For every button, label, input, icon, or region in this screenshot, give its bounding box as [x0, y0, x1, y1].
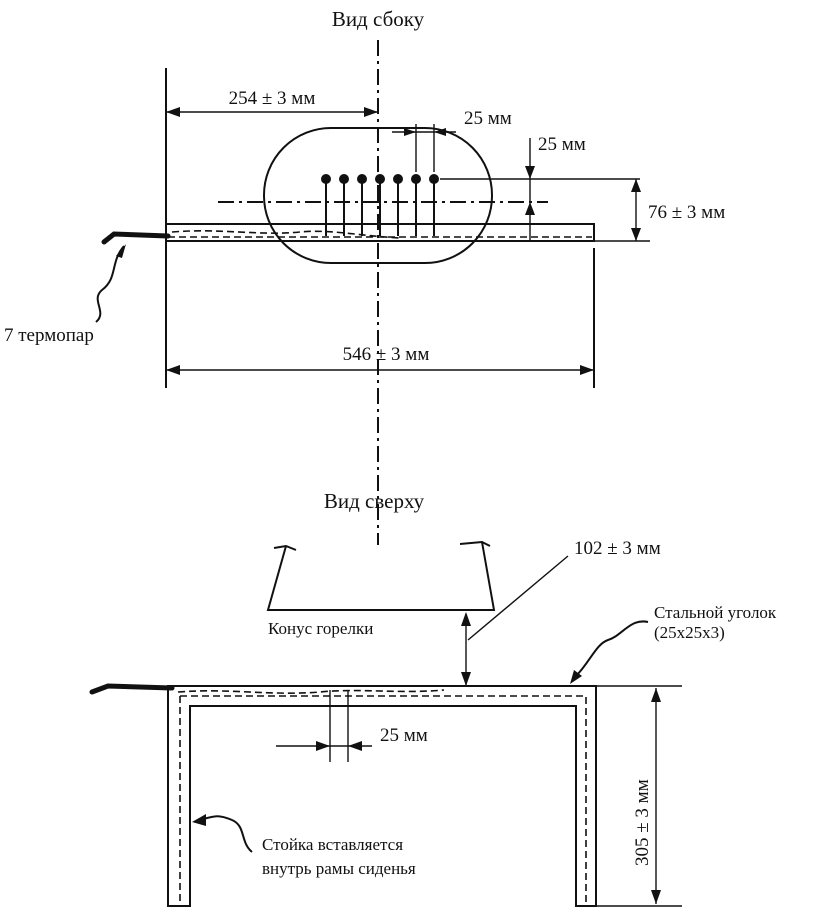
arrow: [525, 166, 535, 179]
dim-label-76: 76 ± 3 мм: [648, 202, 725, 223]
arrow: [631, 179, 641, 192]
thermocouple-wires-top: [177, 689, 445, 694]
arrow: [166, 365, 180, 375]
arrow: [404, 128, 416, 136]
burner-cone-lip-left: [273, 544, 297, 551]
thermocouples-label: 7 термопар: [4, 325, 94, 346]
thermocouple-lead-top: [89, 683, 175, 695]
burner-cone-label: Конус горелки: [268, 619, 373, 638]
dim-label-546: 546 ± 3 мм: [343, 344, 430, 365]
dim-label-305: 305 ± 3 мм: [632, 779, 653, 866]
dim-label-25-height: 25 мм: [538, 134, 586, 155]
leader-102: [467, 555, 569, 641]
arrow: [525, 202, 535, 215]
dim-label-102: 102 ± 3 мм: [574, 538, 661, 559]
arrow: [348, 741, 362, 751]
burner-cone: [266, 541, 496, 611]
top-view-title: Вид сверху: [324, 489, 425, 513]
steel-angle-size: (25x25x3): [654, 623, 725, 642]
post-note-line1: Стойка вставляется: [262, 835, 403, 854]
dim-label-25-top: 25 мм: [380, 725, 428, 746]
arrow: [192, 814, 206, 826]
post-note-line2: внутрь рамы сиденья: [262, 859, 416, 878]
arrow: [166, 107, 180, 117]
arrow: [570, 670, 582, 684]
side-view-title: Вид сбоку: [332, 7, 425, 31]
dim-label-25-spacing: 25 мм: [464, 108, 512, 129]
arrow: [651, 688, 661, 702]
seat-frame-side: [165, 223, 595, 242]
arrow: [461, 612, 471, 626]
thermocouple-lead-side: [101, 231, 171, 245]
dim-label-254: 254 ± 3 мм: [229, 88, 316, 109]
leader-thermocouples: [95, 245, 125, 323]
leader-steel-angle: [575, 620, 649, 677]
arrow: [116, 244, 126, 258]
steel-angle-label: Стальной уголок: [654, 603, 777, 622]
burner-outline: [263, 127, 493, 264]
arrow: [651, 890, 661, 904]
arrow: [364, 107, 378, 117]
arrow: [434, 128, 446, 136]
thermocouple-wires-side: [171, 230, 401, 239]
arrow: [631, 228, 641, 241]
thermocouple-array: [321, 174, 439, 236]
seat-frame-top: [167, 685, 682, 907]
burner-cone-lip-right: [459, 540, 491, 547]
arrow: [461, 672, 471, 686]
arrow: [316, 741, 330, 751]
arrow: [580, 365, 594, 375]
leader-post: [199, 815, 253, 853]
